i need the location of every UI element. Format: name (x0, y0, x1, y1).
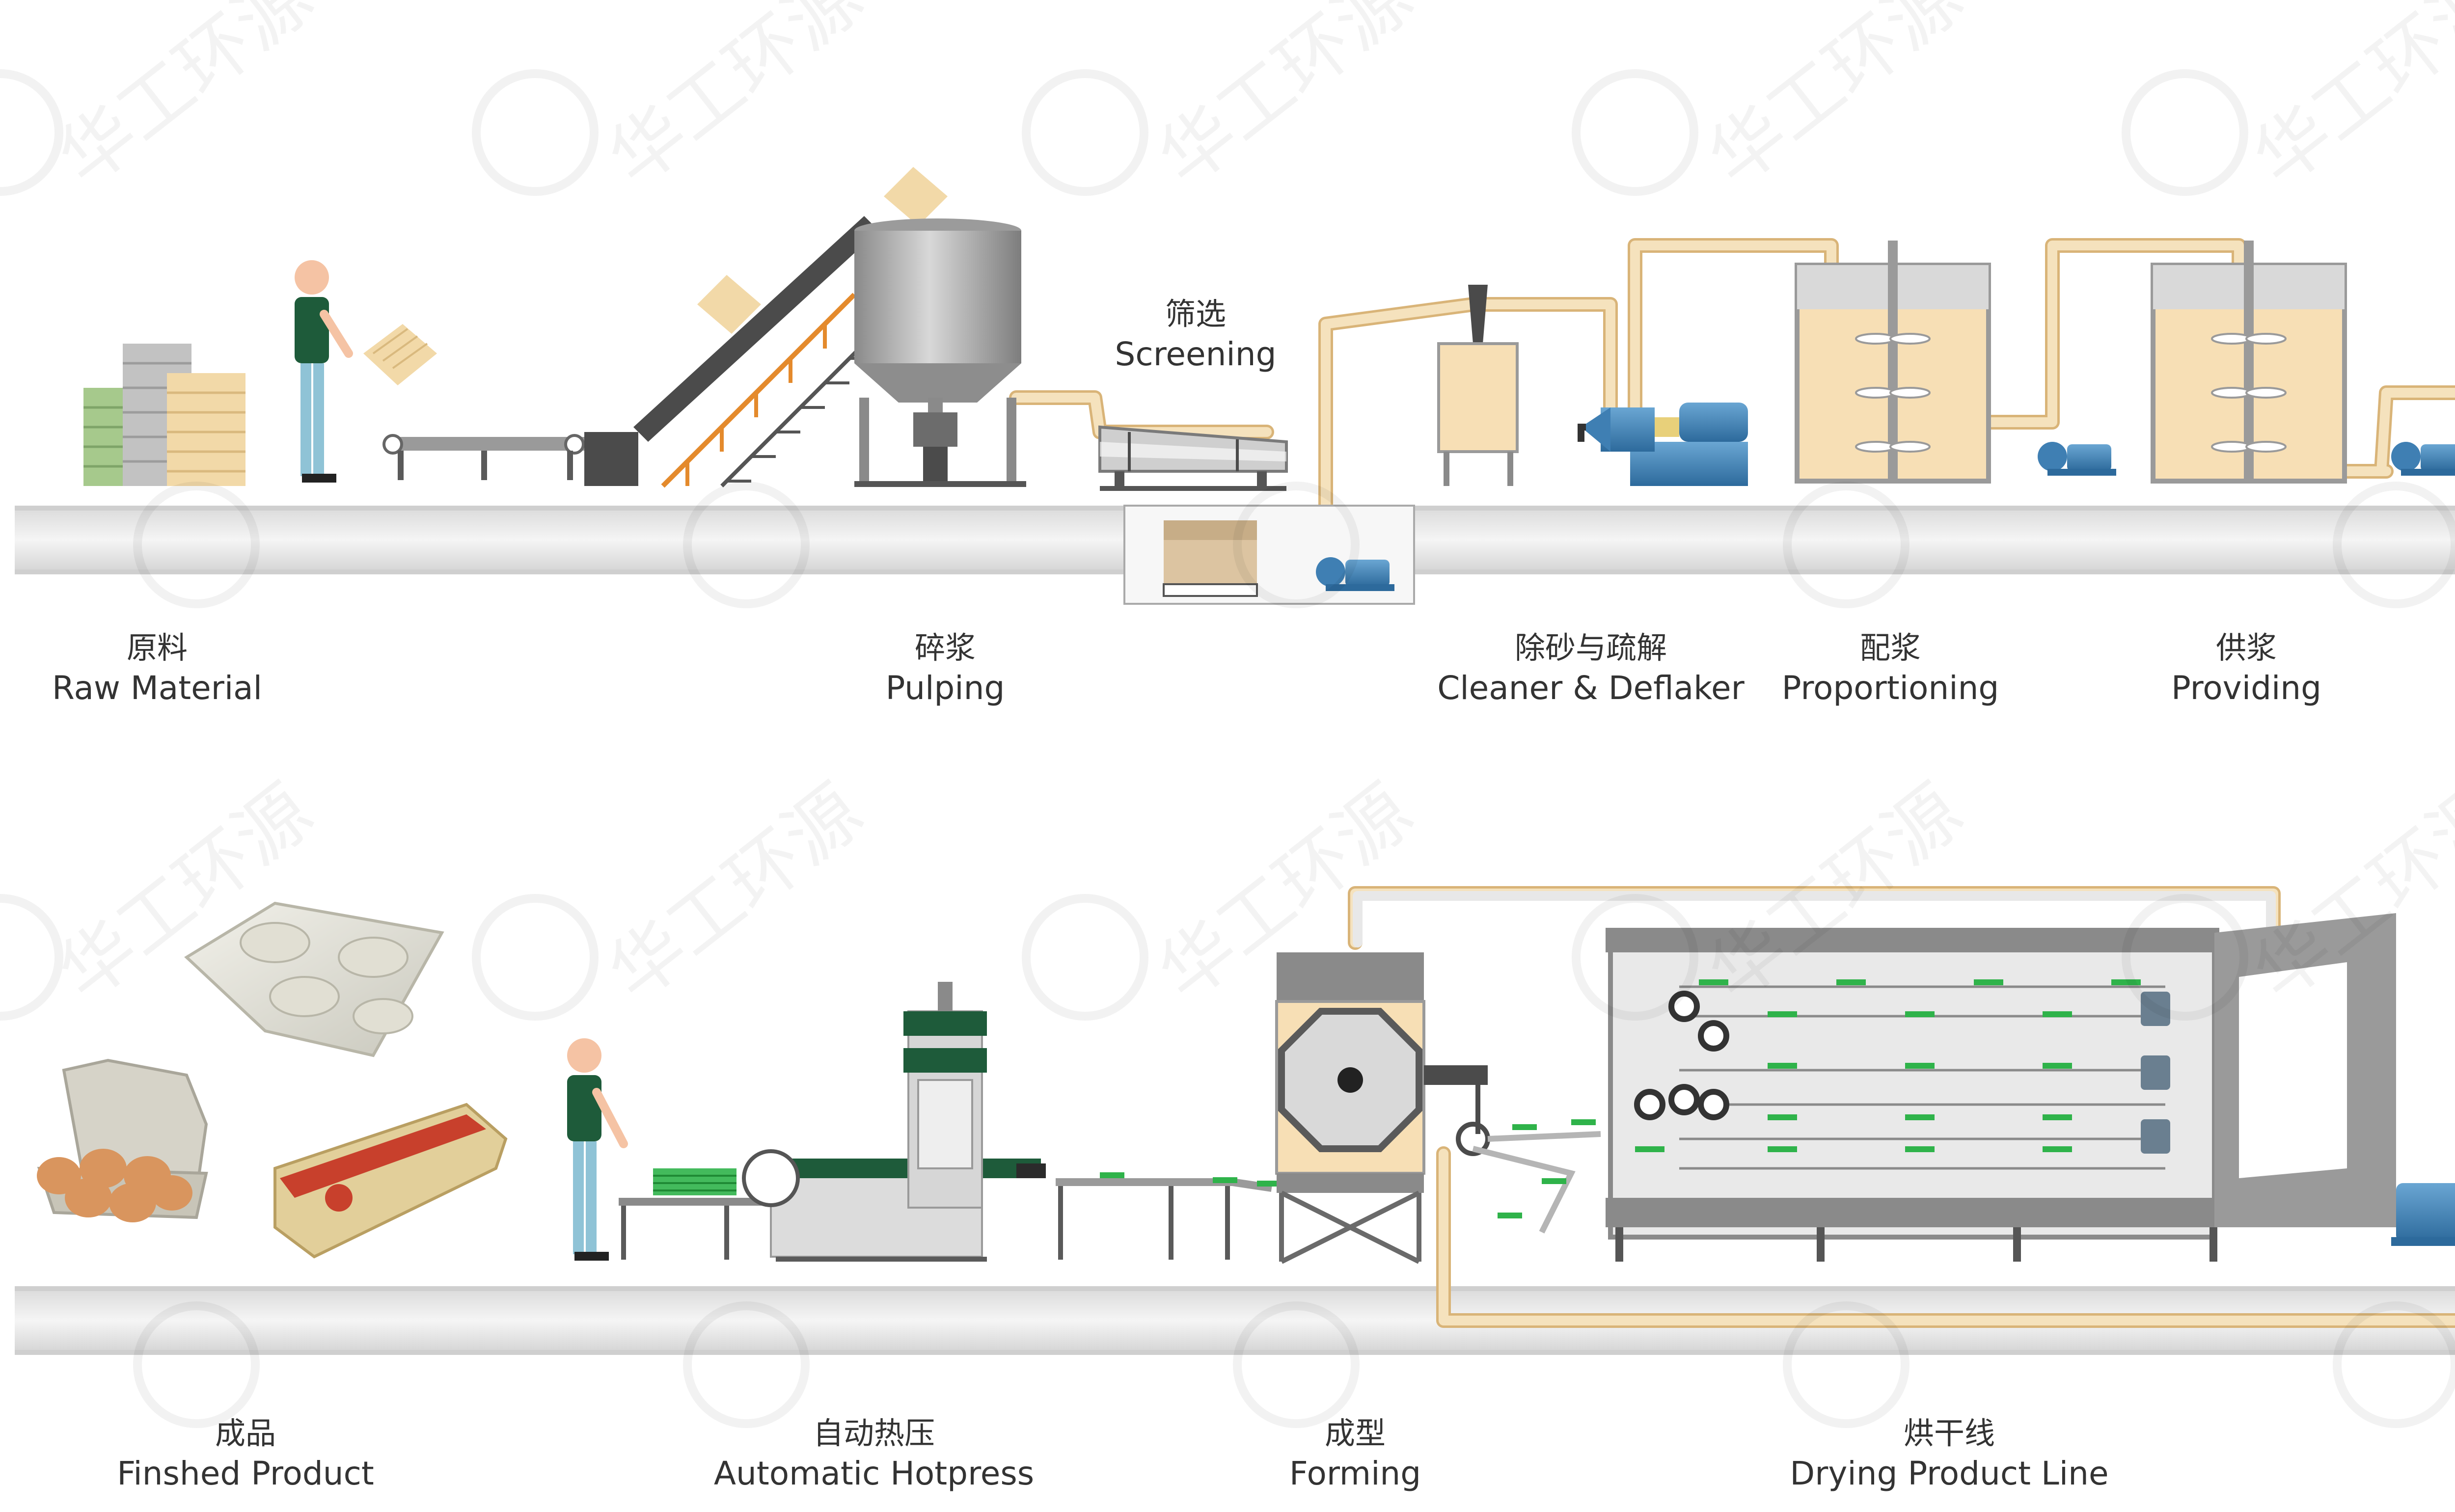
step-label-proportioning: 配浆 Proportioning (1743, 628, 2038, 709)
cleaner-cone (1437, 285, 1519, 486)
step-label-en: Forming (1289, 1455, 1421, 1492)
storage-chest (1123, 505, 1415, 605)
step-label-en: Proportioning (1781, 669, 1999, 707)
step-label-en: Providing (2171, 669, 2322, 707)
forming-machine (1275, 952, 1601, 1264)
step-label-zh: 自动热压 (813, 1415, 935, 1451)
drying-line (1606, 913, 2455, 1262)
feed-conveyor (382, 432, 638, 486)
step-label-zh: 碎浆 (914, 630, 976, 666)
step-label-zh: 烘干线 (1903, 1415, 1995, 1451)
step-label-providing: 供浆 Providing (2099, 628, 2394, 709)
screening-machine (1098, 425, 1288, 491)
step-label-zh: 原料 (126, 630, 188, 666)
egg-carton-open (37, 1058, 208, 1222)
egg-tray-product (184, 901, 444, 1057)
egg-carton-closed (273, 1103, 508, 1259)
step-label-raw-material: 原料 Raw Material (10, 628, 304, 709)
step-label-en: Pulping (885, 669, 1005, 707)
watermark-logos (0, 69, 2455, 1428)
hotpress-machine (742, 982, 1046, 1262)
pulper-tank (854, 218, 1026, 487)
worker-figure (295, 260, 353, 483)
worker-figure (567, 1038, 628, 1261)
proportioning-tank (1795, 241, 1991, 484)
step-label-en: Drying Product Line (1790, 1455, 2109, 1492)
pump-units (1316, 442, 2455, 591)
step-label-cleaner: 除砂与疏解 Cleaner & Deflaker (1409, 628, 1773, 709)
step-label-zh: 供浆 (2215, 630, 2277, 666)
step-label-en: Screening (1115, 335, 1277, 373)
transfer-conveyor (1056, 1172, 1282, 1260)
stacking-table (619, 1168, 766, 1260)
providing-tank (2151, 241, 2347, 484)
step-label-en: Raw Material (52, 669, 262, 707)
inclined-conveyor (633, 167, 948, 488)
step-label-zh: 筛选 (1165, 296, 1226, 332)
step-label-drying: 烘干线 Drying Product Line (1753, 1414, 2146, 1494)
step-label-zh: 成型 (1324, 1415, 1386, 1451)
step-label-pulping: 碎浆 Pulping (798, 628, 1092, 709)
step-label-screening: 筛选 Screening (1048, 295, 1343, 375)
step-label-en: Automatic Hotpress (713, 1455, 1035, 1492)
step-label-en: Cleaner & Deflaker (1437, 669, 1745, 707)
step-label-zh: 成品 (215, 1415, 276, 1451)
deflaker (1578, 403, 1748, 486)
step-label-finished-product: 成品 Finshed Product (98, 1414, 393, 1494)
step-label-forming: 成型 Forming (1208, 1414, 1502, 1494)
step-label-hotpress: 自动热压 Automatic Hotpress (682, 1414, 1065, 1494)
raw-material-stacks (83, 344, 246, 486)
paper-bundle-falling (363, 324, 437, 385)
step-label-zh: 除砂与疏解 (1514, 630, 1667, 666)
step-label-zh: 配浆 (1859, 630, 1921, 666)
step-label-en: Finshed Product (117, 1455, 374, 1492)
